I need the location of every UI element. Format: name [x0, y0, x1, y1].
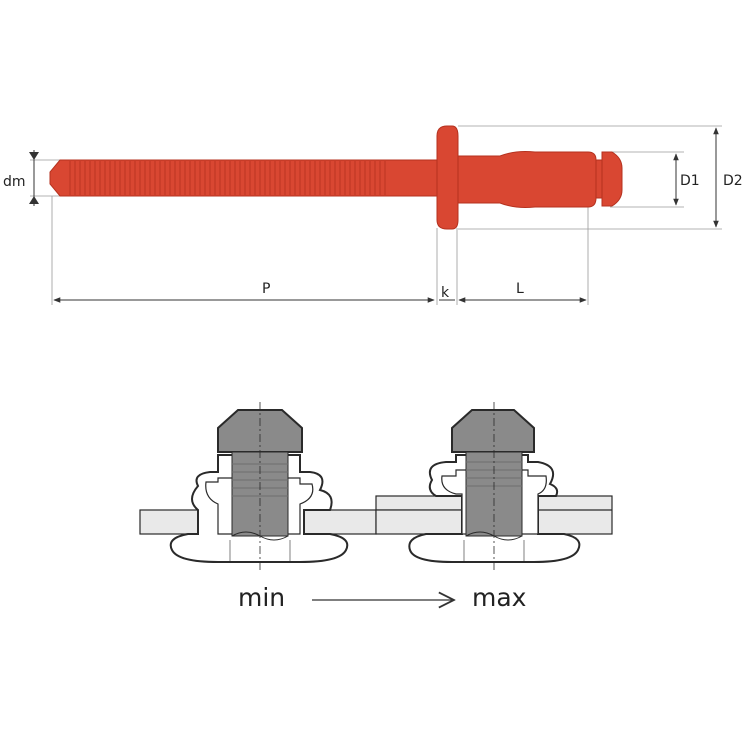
- dimension-lines: [33, 127, 719, 303]
- installed-rivet-min: [139, 402, 377, 570]
- plate-left-min: [139, 509, 199, 535]
- l-label: L: [516, 281, 524, 297]
- pin-head-max: [451, 409, 535, 453]
- plate-left-max-bottom: [375, 509, 463, 535]
- dm-label: dm: [3, 174, 26, 190]
- d1-label: D1: [680, 173, 700, 189]
- extension-lines: [30, 125, 722, 305]
- min-label: min: [238, 583, 285, 612]
- p-label: P: [262, 281, 270, 297]
- k-label: k: [441, 285, 450, 301]
- rivet-head-flange: [436, 125, 459, 230]
- plate-right-min: [303, 509, 377, 535]
- plate-right-max: [537, 495, 613, 535]
- rivet-side-view: dm P k L D1 D2: [3, 125, 743, 305]
- mandrel-grooves: [69, 161, 386, 195]
- rivet-body: [457, 151, 623, 208]
- d2-label: D2: [723, 173, 743, 189]
- max-label: max: [472, 583, 526, 612]
- plate-left-max-top: [375, 495, 463, 511]
- installed-rivet-max: [375, 402, 613, 570]
